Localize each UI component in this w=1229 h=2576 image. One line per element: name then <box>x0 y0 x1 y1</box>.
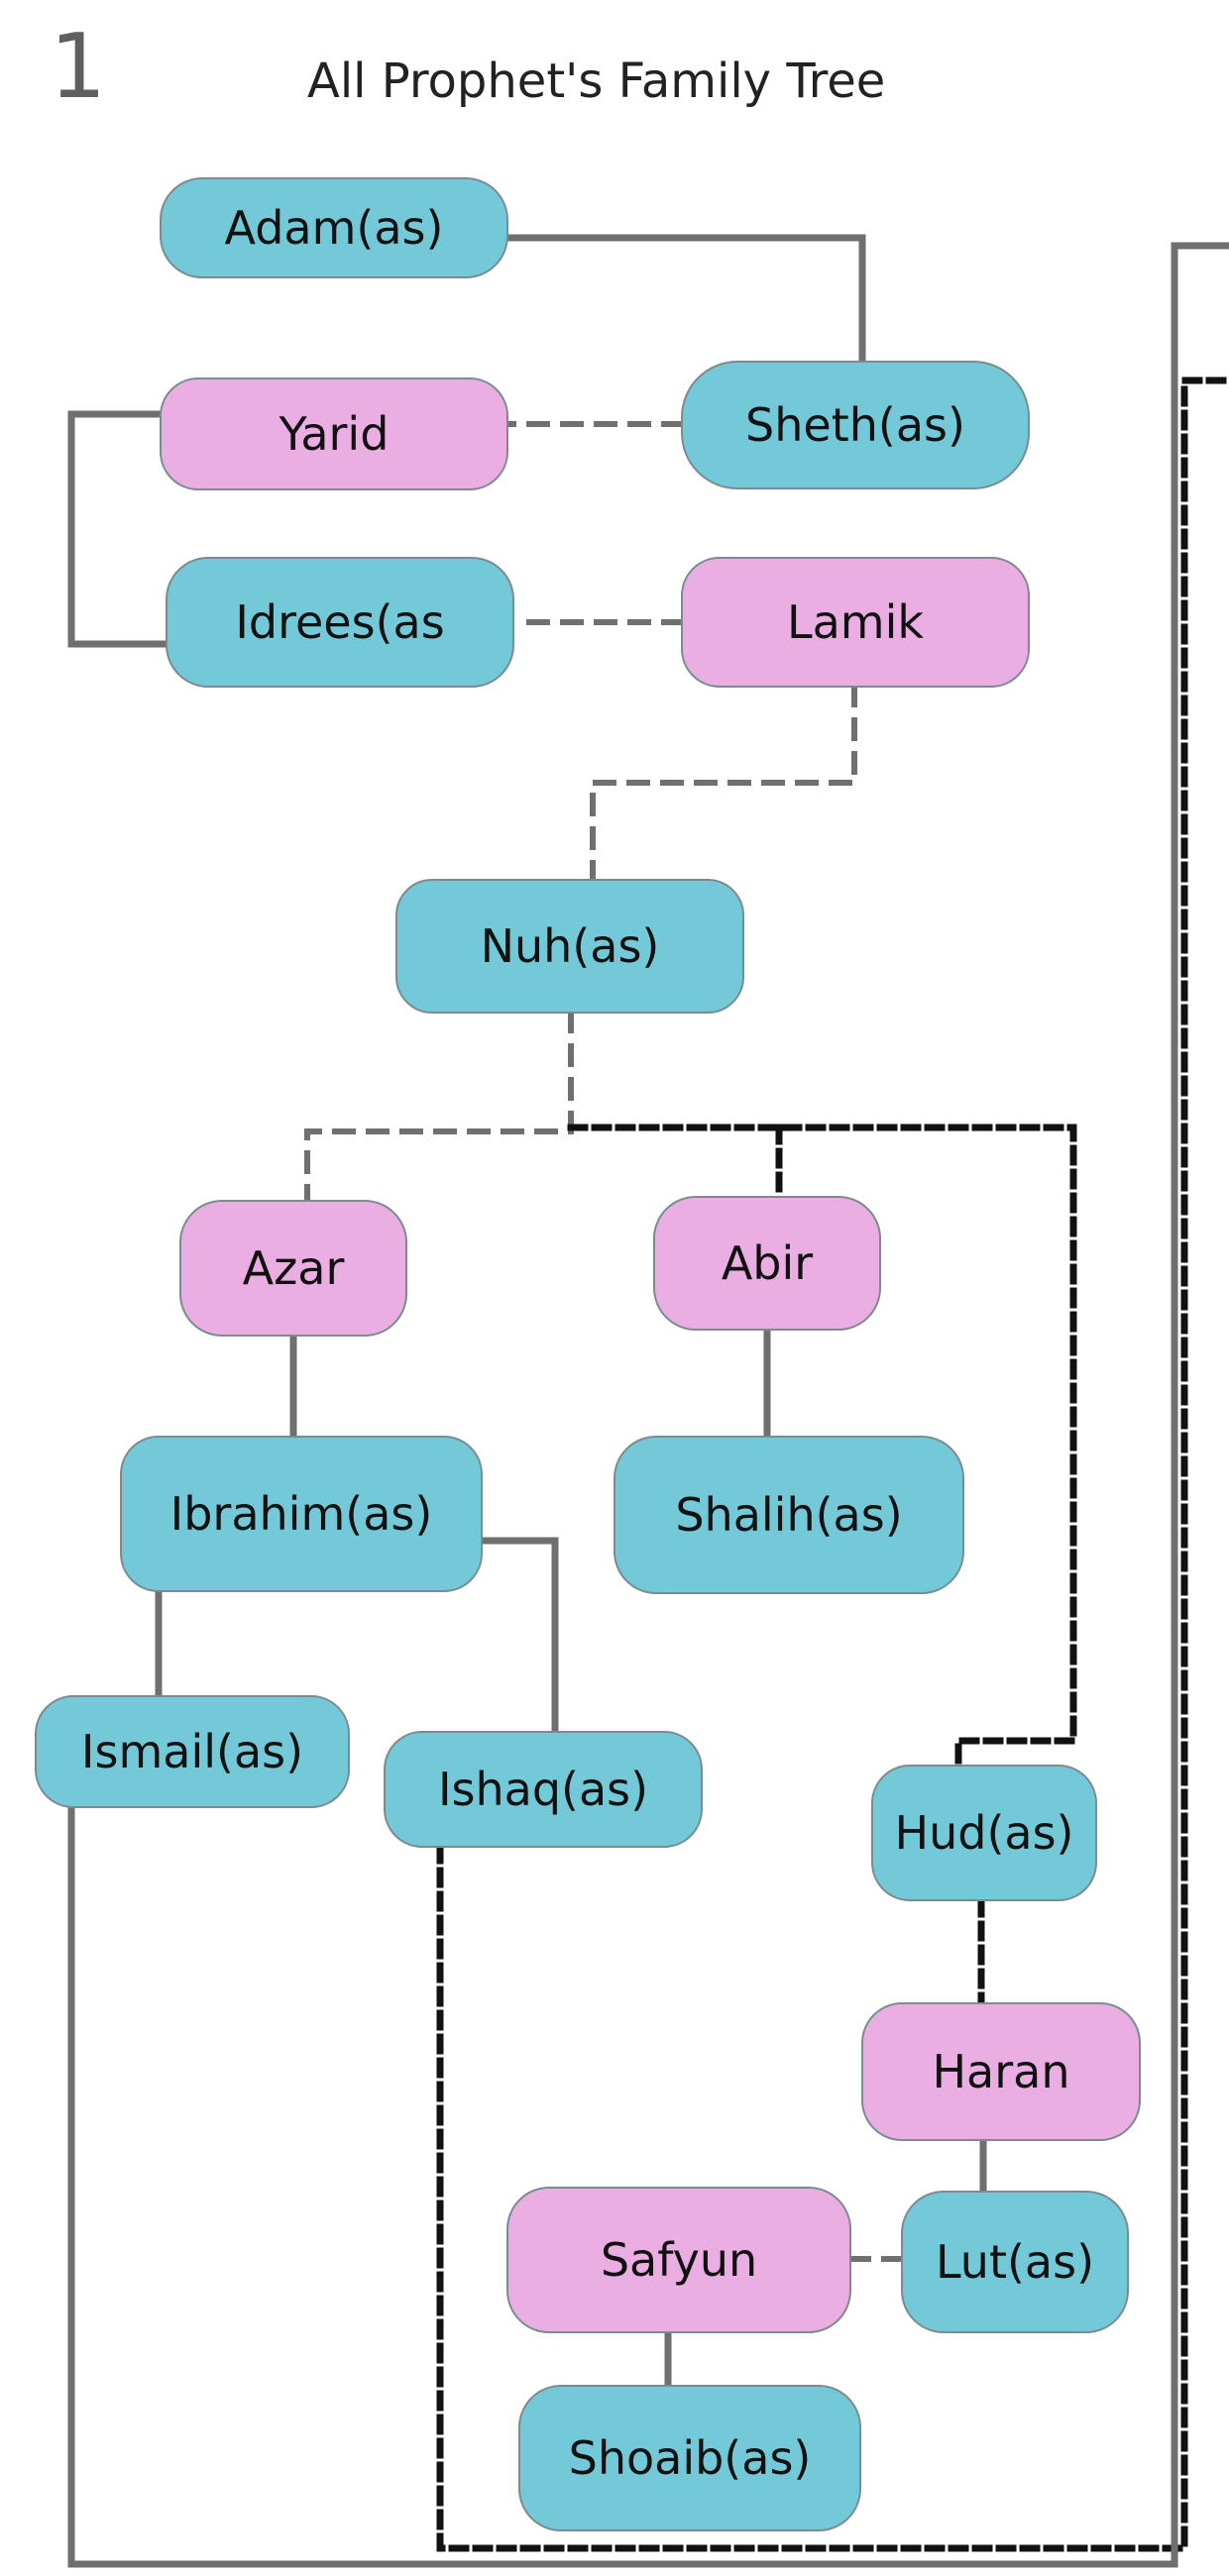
node-hud-box <box>871 1765 1097 1901</box>
node-shoaib: Shoaib(as) <box>518 2385 861 2531</box>
node-ibrahim-box <box>120 1436 483 1592</box>
node-nuh-box <box>395 879 744 1014</box>
page-number: 1 <box>50 15 107 119</box>
connector-layer <box>67 234 1229 2568</box>
node-adam-label: Adam(as) <box>225 201 444 255</box>
connector-yarid-idrees <box>67 410 170 648</box>
node-abir: Abir <box>653 1196 881 1331</box>
node-azar: Azar <box>179 1200 407 1337</box>
node-hud: Hud(as) <box>871 1765 1097 1901</box>
node-abir-label: Abir <box>722 1236 813 1290</box>
node-lut-label: Lut(as) <box>936 2235 1094 2289</box>
node-azar-box <box>179 1200 407 1337</box>
connector-adam-sheth <box>503 234 866 366</box>
node-ishaq: Ishaq(as) <box>384 1731 703 1848</box>
node-yarid-label: Yarid <box>279 407 390 461</box>
node-ibrahim-label: Ibrahim(as) <box>170 1487 433 1541</box>
node-lamik-label: Lamik <box>787 595 924 649</box>
node-safyun-box <box>506 2187 851 2333</box>
connector-nuh-azar <box>304 1010 574 1204</box>
node-layer: Adam(as) Yarid Sheth(as) Idrees(as LamikNuh(… <box>35 177 1141 2531</box>
connector-nuh-abir <box>567 1124 1077 1770</box>
connector-ibrahim-ishaq <box>478 1537 559 1736</box>
node-safyun-label: Safyun <box>601 2233 757 2287</box>
connector-ismail-offpage <box>67 242 1229 2568</box>
node-shoaib-box <box>518 2385 861 2531</box>
node-ishaq-label: Ishaq(as) <box>438 1763 648 1816</box>
node-safyun: Safyun <box>506 2187 851 2333</box>
node-adam-box <box>160 177 508 278</box>
node-lut: Lut(as) <box>901 2191 1129 2333</box>
node-lamik: Lamik <box>681 557 1030 688</box>
node-sheth-box <box>681 361 1030 489</box>
node-haran-label: Haran <box>932 2045 1069 2098</box>
node-ismail: Ismail(as) <box>35 1695 350 1808</box>
connector-lamik-nuh <box>590 684 857 883</box>
node-lut-box <box>901 2191 1129 2333</box>
node-idrees-label: Idrees(as <box>235 595 444 649</box>
node-yarid-box <box>160 377 508 490</box>
node-shalih-label: Shalih(as) <box>675 1488 902 1542</box>
node-ismail-label: Ismail(as) <box>81 1725 303 1778</box>
node-shalih: Shalih(as) <box>614 1436 964 1594</box>
node-ibrahim: Ibrahim(as) <box>120 1436 483 1592</box>
node-adam: Adam(as) <box>160 177 508 278</box>
node-azar-label: Azar <box>243 1241 345 1295</box>
node-nuh-label: Nuh(as) <box>481 919 660 973</box>
connector-ishaq-offpage <box>436 376 1229 2552</box>
node-haran-box <box>861 2002 1141 2141</box>
node-idrees: Idrees(as <box>166 557 514 688</box>
node-hud-label: Hud(as) <box>895 1806 1074 1860</box>
node-lamik-box <box>681 557 1030 688</box>
node-nuh: Nuh(as) <box>395 879 744 1014</box>
node-shoaib-label: Shoaib(as) <box>569 2431 812 2485</box>
node-ismail-box <box>35 1695 350 1808</box>
node-shalih-box <box>614 1436 964 1594</box>
node-abir-box <box>653 1196 881 1331</box>
node-haran: Haran <box>861 2002 1141 2141</box>
node-sheth-label: Sheth(as) <box>745 398 965 452</box>
node-yarid: Yarid <box>160 377 508 490</box>
page-title: All Prophet's Family Tree <box>307 54 886 109</box>
node-ishaq-box <box>384 1731 703 1848</box>
node-sheth: Sheth(as) <box>681 361 1030 489</box>
node-idrees-box <box>166 557 514 688</box>
